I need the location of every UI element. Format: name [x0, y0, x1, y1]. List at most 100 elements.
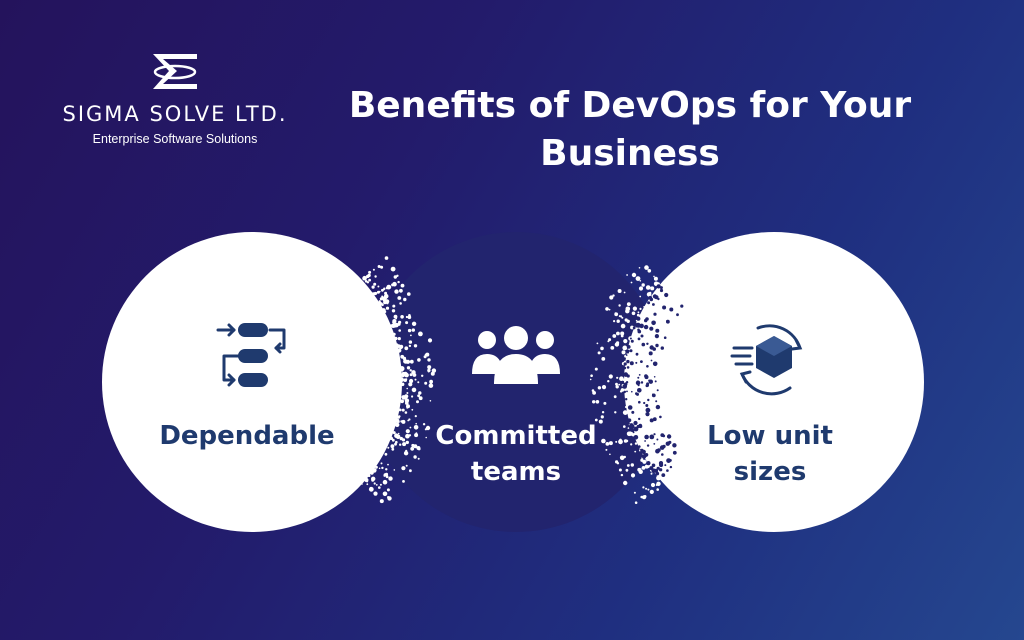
- texture-dot: [636, 313, 640, 317]
- texture-dot: [405, 433, 410, 439]
- texture-dot: [417, 358, 421, 362]
- texture-dot: [377, 265, 381, 268]
- texture-dot: [645, 285, 651, 290]
- texture-dot: [630, 281, 633, 284]
- texture-dot: [412, 373, 417, 377]
- texture-dot: [609, 295, 614, 300]
- texture-dot: [402, 442, 407, 447]
- texture-dot: [657, 297, 660, 301]
- texture-dot: [394, 442, 397, 446]
- texture-dot: [635, 352, 639, 356]
- texture-dot: [659, 286, 663, 290]
- texture-dot: [378, 467, 381, 470]
- texture-dot: [406, 392, 409, 394]
- texture-dot: [639, 307, 642, 310]
- texture-dot: [414, 433, 419, 438]
- texture-dot: [625, 398, 628, 401]
- texture-dot: [649, 489, 654, 494]
- texture-dot: [649, 291, 652, 295]
- texture-dot: [620, 323, 626, 329]
- texture-dot: [372, 468, 377, 473]
- texture-dot: [645, 384, 649, 388]
- texture-dot: [605, 442, 610, 446]
- texture-dot: [402, 356, 407, 361]
- texture-dot: [608, 308, 611, 311]
- texture-dot: [668, 440, 672, 444]
- texture-dot: [387, 496, 390, 499]
- texture-dot: [609, 453, 611, 456]
- texture-dot: [649, 418, 654, 423]
- texture-dot: [629, 423, 634, 428]
- texture-dot: [380, 265, 383, 268]
- texture-dot: [414, 378, 417, 381]
- texture-dot: [381, 466, 384, 470]
- texture-dot: [645, 412, 650, 417]
- texture-dot: [598, 419, 603, 424]
- texture-dot: [417, 381, 420, 384]
- texture-dot: [656, 488, 659, 491]
- texture-dot: [372, 268, 375, 271]
- texture-dot: [635, 361, 638, 364]
- texture-dot: [414, 415, 417, 418]
- texture-dot: [415, 422, 418, 425]
- texture-dot: [659, 288, 664, 293]
- texture-dot: [615, 382, 618, 386]
- texture-dot: [640, 450, 644, 454]
- texture-dot: [637, 328, 640, 332]
- texture-dot: [633, 420, 638, 426]
- texture-dot: [648, 379, 653, 384]
- texture-dot: [594, 418, 598, 422]
- texture-dot: [653, 443, 656, 445]
- texture-dot: [638, 400, 641, 404]
- texture-dot: [629, 349, 633, 353]
- texture-dot: [654, 334, 660, 339]
- texture-dot: [641, 283, 645, 287]
- texture-dot: [381, 288, 384, 292]
- texture-dot: [620, 473, 624, 477]
- texture-dot: [614, 342, 620, 347]
- texture-dot: [371, 476, 376, 481]
- texture-dot: [391, 447, 395, 451]
- texture-dot: [385, 475, 389, 479]
- texture-dot: [424, 428, 427, 431]
- texture-dot: [647, 301, 651, 305]
- page-title: Benefits of DevOps for Your Business: [330, 82, 930, 178]
- texture-dot: [662, 305, 667, 310]
- texture-dot: [644, 464, 649, 469]
- texture-dot: [638, 417, 641, 421]
- texture-dot: [411, 408, 414, 411]
- texture-dot: [407, 315, 412, 320]
- texture-dot: [631, 390, 633, 393]
- texture-dot: [626, 349, 630, 353]
- texture-dot: [644, 318, 648, 323]
- texture-dot: [623, 362, 627, 366]
- texture-dot: [379, 483, 382, 486]
- texture-dot: [361, 483, 363, 485]
- benefit-circle-low-unit: [624, 232, 924, 532]
- texture-dot: [384, 256, 389, 260]
- texture-dot: [638, 267, 641, 269]
- texture-dot: [422, 423, 426, 426]
- texture-dot: [367, 273, 371, 278]
- texture-dot: [654, 380, 657, 383]
- texture-dot: [646, 365, 649, 368]
- texture-dot: [408, 418, 411, 421]
- texture-dot: [626, 359, 630, 364]
- texture-dot: [625, 354, 628, 356]
- texture-dot: [387, 446, 390, 449]
- texture-dot: [636, 323, 641, 328]
- texture-dot: [644, 265, 649, 270]
- texture-dot: [403, 451, 409, 456]
- texture-dot: [629, 361, 634, 366]
- texture-dot: [392, 431, 396, 435]
- title-line-1: Benefits of DevOps for Your: [348, 85, 912, 126]
- texture-dot: [650, 359, 653, 362]
- title-line-2: Business: [540, 133, 720, 174]
- texture-dot: [373, 282, 377, 286]
- texture-dot: [378, 486, 381, 489]
- texture-dot: [400, 283, 405, 288]
- texture-dot: [620, 388, 625, 392]
- texture-dot: [390, 444, 395, 449]
